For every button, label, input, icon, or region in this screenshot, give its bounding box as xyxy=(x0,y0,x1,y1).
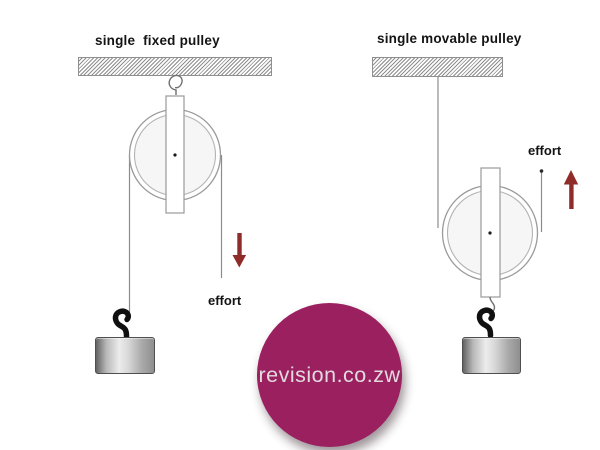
right-effort-arrow-shaft xyxy=(569,183,574,209)
left-load-hook-icon xyxy=(112,308,132,340)
right-effort-arrow-icon xyxy=(563,170,579,209)
left-ceiling-hook-icon xyxy=(168,74,183,95)
left-effort-arrow-head xyxy=(232,255,247,268)
right-rope-end-dot xyxy=(539,169,544,173)
right-load-hook-icon xyxy=(476,307,496,339)
right-load-weight xyxy=(462,337,521,374)
right-effort-arrow-head xyxy=(563,170,579,185)
right-movable-pulley-group xyxy=(437,77,579,339)
right-diagram-title: single movable pulley xyxy=(377,31,522,46)
left-diagram-title: single fixed pulley xyxy=(95,33,220,48)
left-axle-dot xyxy=(173,153,177,157)
left-effort-arrow-icon xyxy=(232,233,247,268)
right-effort-label: effort xyxy=(528,143,562,158)
watermark-badge: revision.co.zw xyxy=(257,303,402,447)
left-fixed-pulley-group xyxy=(112,74,247,340)
left-effort-arrow-shaft xyxy=(237,233,242,256)
right-axle-dot xyxy=(488,231,492,235)
left-load-weight xyxy=(95,337,155,374)
left-effort-label: effort xyxy=(208,293,242,308)
right-ceiling-beam xyxy=(372,57,503,77)
watermark-text: revision.co.zw xyxy=(258,362,401,387)
